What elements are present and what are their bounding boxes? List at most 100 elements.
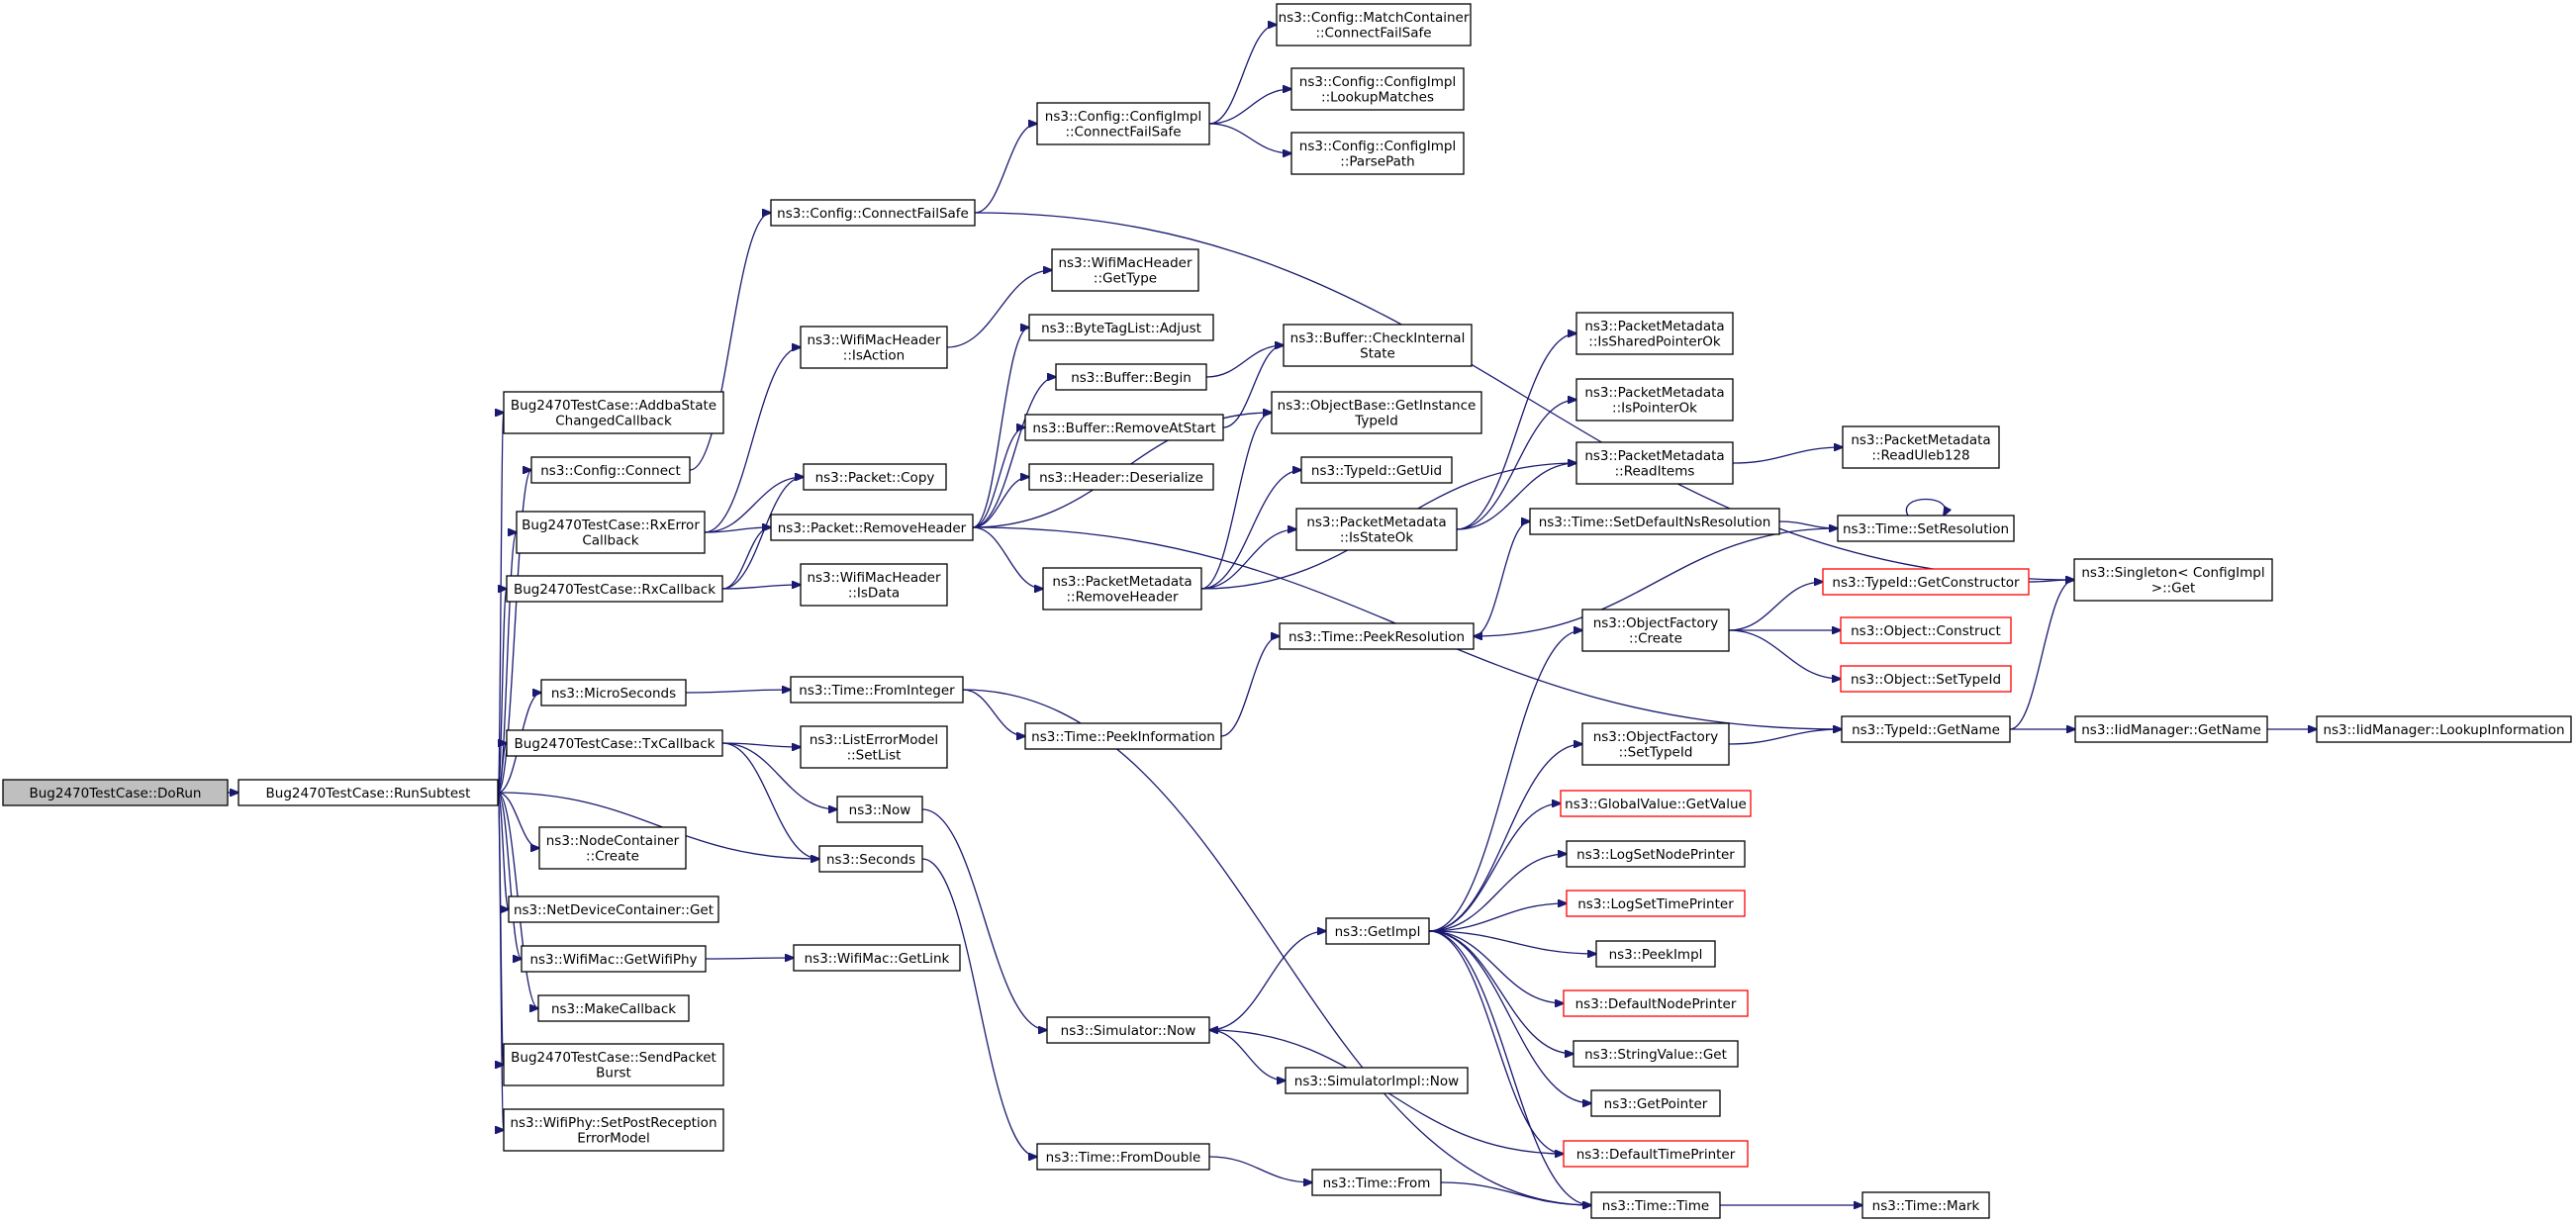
node-box bbox=[1575, 378, 1734, 422]
node-lookupMatches[interactable]: ns3::Config::ConfigImpl::LookupMatches bbox=[1290, 67, 1465, 111]
node-parsePath[interactable]: ns3::Config::ConfigImpl::ParsePath bbox=[1290, 132, 1465, 175]
node-timeTime[interactable]: ns3::Time::Time bbox=[1590, 1191, 1721, 1219]
node-bufBegin[interactable]: ns3::Buffer::Begin bbox=[1055, 363, 1207, 391]
node-iidGetName[interactable]: ns3::IidManager::GetName bbox=[2074, 715, 2268, 743]
node-seconds[interactable]: ns3::Seconds bbox=[818, 845, 923, 873]
node-getType[interactable]: ns3::WifiMacHeader::GetType bbox=[1051, 248, 1199, 292]
node-layer: Bug2470TestCase::DoRun Bug2470TestCase::R… bbox=[2, 3, 2572, 1219]
node-tidGetName[interactable]: ns3::TypeId::GetName bbox=[1841, 715, 2011, 743]
node-makeCallback[interactable]: ns3::MakeCallback bbox=[537, 994, 690, 1022]
node-btlAdjust[interactable]: ns3::ByteTagList::Adjust bbox=[1028, 314, 1214, 341]
node-label: ns3::WifiMacHeader bbox=[1058, 255, 1193, 271]
node-strValueGet[interactable]: ns3::StringValue::Get bbox=[1573, 1040, 1739, 1068]
node-getConstructor[interactable]: ns3::TypeId::GetConstructor bbox=[1822, 568, 2030, 596]
node-box bbox=[1573, 1040, 1739, 1068]
node-setList[interactable]: ns3::ListErrorModel::SetList bbox=[800, 725, 948, 769]
edge-getImpl-to-gvGetValue bbox=[1428, 803, 1561, 932]
node-box bbox=[1024, 722, 1222, 750]
node-pmRemoveHeader[interactable]: ns3::PacketMetadata::RemoveHeader bbox=[1042, 567, 1202, 611]
node-rxCallback[interactable]: Bug2470TestCase::RxCallback bbox=[506, 575, 723, 603]
node-isAction[interactable]: ns3::WifiMacHeader::IsAction bbox=[800, 326, 948, 369]
node-setDefaultNsRes[interactable]: ns3::Time::SetDefaultNsResolution bbox=[1529, 508, 1780, 535]
node-bufRemoveAtStart[interactable]: ns3::Buffer::RemoveAtStart bbox=[1024, 414, 1224, 441]
node-nodeCreate[interactable]: ns3::NodeContainer::Create bbox=[538, 826, 687, 870]
node-label: ns3::ListErrorModel bbox=[810, 732, 938, 748]
node-label: ns3::LogSetNodePrinter bbox=[1576, 847, 1735, 863]
node-box bbox=[2074, 715, 2268, 743]
node-gvGetValue[interactable]: ns3::GlobalValue::GetValue bbox=[1560, 790, 1752, 817]
edge-fromInteger-to-peekInformation bbox=[962, 689, 1025, 736]
edge-removeHeader-to-pmRemoveHeader bbox=[972, 526, 1043, 589]
node-singletonGet[interactable]: ns3::Singleton< ConfigImpl >::Get bbox=[2073, 558, 2273, 602]
node-peekInformation[interactable]: ns3::Time::PeekInformation bbox=[1024, 722, 1222, 750]
node-isStateOk[interactable]: ns3::PacketMetadata::IsStateOk bbox=[1295, 508, 1458, 551]
node-getWifiPhy[interactable]: ns3::WifiMac::GetWifiPhy bbox=[521, 945, 707, 973]
node-label: ns3::Object::Construct bbox=[1851, 623, 2001, 639]
node-peekImpl[interactable]: ns3::PeekImpl bbox=[1595, 940, 1716, 968]
node-objSetTypeId[interactable]: ns3::Object::SetTypeId bbox=[1840, 665, 2012, 693]
node-pktCopy[interactable]: ns3::Packet::Copy bbox=[803, 463, 947, 491]
edge-rxCallback-to-pktCopy bbox=[721, 477, 804, 590]
node-iidLookup[interactable]: ns3::IidManager::LookupInformation bbox=[2316, 715, 2572, 743]
node-label: ns3::Time::SetResolution bbox=[1843, 521, 2009, 537]
node-txCallback[interactable]: Bug2470TestCase::TxCallback bbox=[506, 729, 723, 757]
node-label: Burst bbox=[596, 1066, 631, 1082]
node-label: ns3::PeekImpl bbox=[1609, 947, 1703, 963]
node-isData[interactable]: ns3::WifiMacHeader::IsData bbox=[800, 563, 948, 607]
edge-fromDouble-to-timeFrom bbox=[1208, 1156, 1312, 1182]
node-mcCFS[interactable]: ns3::Config::MatchContainer::ConnectFail… bbox=[1276, 3, 1472, 47]
node-readItems[interactable]: ns3::PacketMetadata::ReadItems bbox=[1575, 441, 1734, 485]
node-addba[interactable]: Bug2470TestCase::AddbaStateChangedCallba… bbox=[503, 391, 724, 434]
node-getImpl[interactable]: ns3::GetImpl bbox=[1325, 917, 1430, 945]
edge-seconds-to-fromDouble bbox=[921, 858, 1037, 1157]
node-cfgConnect[interactable]: ns3::Config::Connect bbox=[530, 456, 691, 484]
node-fromInteger[interactable]: ns3::Time::FromInteger bbox=[790, 676, 964, 704]
node-getLink[interactable]: ns3::WifiMac::GetLink bbox=[793, 944, 961, 972]
node-label: Bug2470TestCase::RxCallback bbox=[514, 582, 716, 598]
node-runSubtest[interactable]: Bug2470TestCase::RunSubtest bbox=[238, 779, 499, 806]
node-ndcGet[interactable]: ns3::NetDeviceContainer::Get bbox=[508, 895, 719, 923]
node-logSetNodePrinter[interactable]: ns3::LogSetNodePrinter bbox=[1566, 840, 1746, 868]
node-box bbox=[1581, 722, 1730, 766]
node-simNow[interactable]: ns3::Simulator::Now bbox=[1046, 1016, 1210, 1044]
node-label: ns3::TypeId::GetName bbox=[1852, 722, 2000, 738]
node-box bbox=[537, 994, 690, 1022]
node-timeFrom[interactable]: ns3::Time::From bbox=[1311, 1169, 1442, 1196]
edge-runSubtest-to-addba bbox=[498, 413, 504, 794]
node-isPointerOk[interactable]: ns3::PacketMetadata::IsPointerOk bbox=[1575, 378, 1734, 422]
node-box bbox=[800, 725, 948, 769]
node-timeMark[interactable]: ns3::Time::Mark bbox=[1861, 1191, 1990, 1219]
node-box bbox=[516, 511, 706, 554]
node-ofCreate[interactable]: ns3::ObjectFactory::Create bbox=[1581, 609, 1730, 652]
node-defaultTimePrinter[interactable]: ns3::DefaultTimePrinter bbox=[1563, 1140, 1749, 1168]
node-now[interactable]: ns3::Now bbox=[836, 796, 923, 823]
node-peekResolution[interactable]: ns3::Time::PeekResolution bbox=[1279, 622, 1475, 650]
edge-connectFailSafe-to-cfgImplCFS bbox=[974, 124, 1037, 214]
node-microSeconds[interactable]: ns3::MicroSeconds bbox=[540, 679, 687, 706]
node-readUleb[interactable]: ns3::PacketMetadata::ReadUleb128 bbox=[1842, 425, 2000, 469]
node-doRun[interactable]: Bug2470TestCase::DoRun bbox=[2, 779, 229, 806]
node-connectFailSafe[interactable]: ns3::Config::ConnectFailSafe bbox=[770, 199, 976, 227]
node-box bbox=[1566, 840, 1746, 868]
node-objConstruct[interactable]: ns3::Object::Construct bbox=[1840, 616, 2012, 644]
node-logSetTimePrinter[interactable]: ns3::LogSetTimePrinter bbox=[1566, 890, 1746, 917]
node-defaultNodePrinter[interactable]: ns3::DefaultNodePrinter bbox=[1563, 989, 1749, 1017]
node-label: ns3::TypeId::GetUid bbox=[1311, 463, 1442, 479]
node-hdrDeserialize[interactable]: ns3::Header::Deserialize bbox=[1028, 463, 1214, 491]
edge-getImpl-to-logSetNodePrinter bbox=[1428, 854, 1567, 932]
node-getPointer[interactable]: ns3::GetPointer bbox=[1590, 1089, 1721, 1117]
node-setResolution[interactable]: ns3::Time::SetResolution bbox=[1837, 515, 2015, 542]
node-getUid[interactable]: ns3::TypeId::GetUid bbox=[1300, 456, 1453, 484]
node-isSharedPtrOk[interactable]: ns3::PacketMetadata::IsSharedPointerOk bbox=[1575, 312, 1734, 355]
node-ofSetTypeId[interactable]: ns3::ObjectFactory::SetTypeId bbox=[1581, 722, 1730, 766]
node-removeHeader[interactable]: ns3::Packet::RemoveHeader bbox=[770, 514, 974, 541]
node-cfgImplCFS[interactable]: ns3::Config::ConfigImpl::ConnectFailSafe bbox=[1036, 102, 1210, 145]
node-fromDouble[interactable]: ns3::Time::FromDouble bbox=[1036, 1143, 1210, 1171]
node-simImplNow[interactable]: ns3::SimulatorImpl::Now bbox=[1285, 1067, 1469, 1094]
node-box bbox=[506, 575, 723, 603]
